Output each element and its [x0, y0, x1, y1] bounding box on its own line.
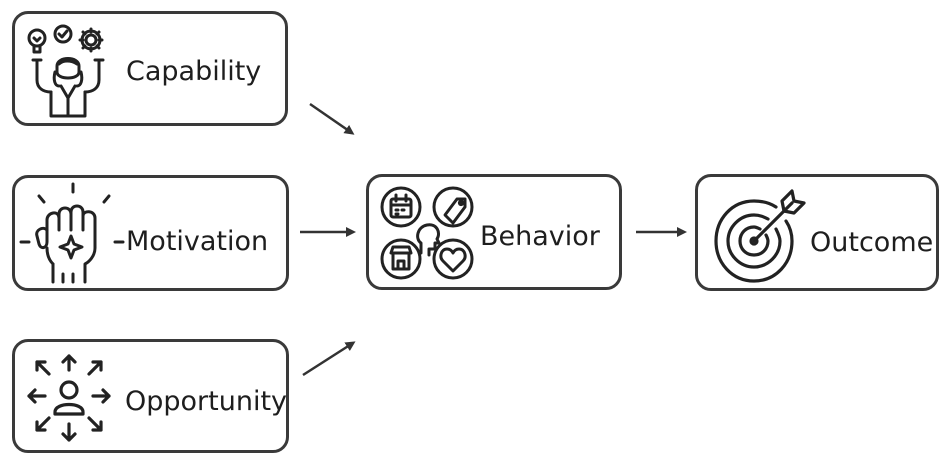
target-with-arrow-icon: [714, 189, 806, 283]
capability-node: Capability: [12, 11, 288, 126]
head-with-activities-icon: [380, 186, 474, 280]
arrow-capability-to-behavior: [309, 102, 355, 135]
capability-label: Capability: [126, 56, 262, 87]
behavior-label: Behavior: [480, 221, 600, 252]
person-with-ideas-icon: [27, 24, 105, 118]
outcome-node: Outcome: [695, 174, 939, 291]
opportunity-node: Opportunity: [12, 339, 289, 453]
motivation-node: Motivation: [12, 175, 289, 291]
behavior-node: Behavior: [366, 174, 622, 290]
arrow-opportunity-to-behavior: [302, 341, 356, 377]
person-with-arrows-icon: [27, 354, 111, 442]
outcome-label: Outcome: [810, 227, 934, 258]
opportunity-label: Opportunity: [125, 386, 288, 417]
raised-fist-icon: [19, 182, 125, 284]
motivation-label: Motivation: [126, 226, 269, 257]
